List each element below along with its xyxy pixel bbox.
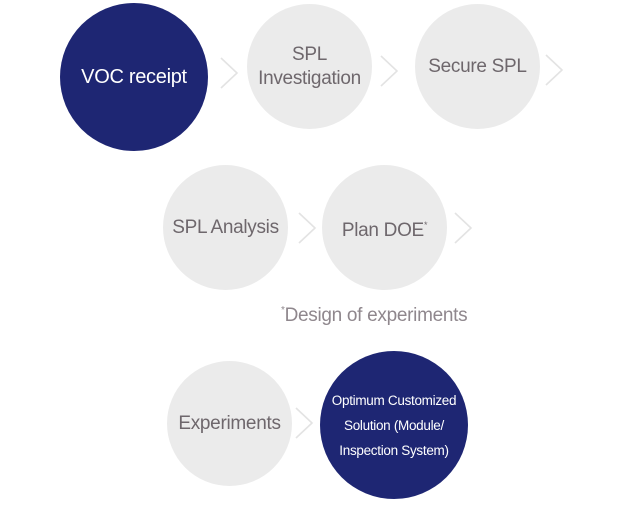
step-label: Optimum Customized Solution (Module/ Ins… bbox=[331, 392, 457, 458]
step-secure-spl: Secure SPL bbox=[415, 4, 540, 129]
footnote-marker: * bbox=[281, 305, 285, 316]
footnote: *Design of experiments bbox=[281, 305, 468, 327]
step-label-text: Plan DOE bbox=[341, 219, 424, 241]
step-optimum-solution: Optimum Customized Solution (Module/ Ins… bbox=[320, 351, 468, 499]
step-label: Secure SPL bbox=[428, 55, 527, 77]
chevron-right-icon bbox=[452, 211, 474, 245]
chevron-right-icon bbox=[543, 53, 565, 87]
footnote-text: Design of experiments bbox=[284, 305, 468, 326]
footnote-marker: * bbox=[423, 219, 428, 230]
step-label: Experiments bbox=[178, 412, 281, 434]
chevron-right-icon bbox=[296, 211, 318, 245]
step-spl-analysis: SPL Analysis bbox=[163, 165, 288, 290]
step-label: SPL Analysis bbox=[172, 216, 279, 238]
step-experiments: Experiments bbox=[167, 361, 292, 486]
step-label: SPL Investigation bbox=[258, 43, 361, 89]
chevron-right-icon bbox=[218, 56, 240, 90]
step-spl-investigation: SPL Investigation bbox=[247, 4, 372, 129]
step-plan-doe: Plan DOE* bbox=[322, 165, 447, 290]
step-voc-receipt: VOC receipt bbox=[60, 3, 208, 151]
step-label: VOC receipt bbox=[81, 65, 187, 88]
step-label: Plan DOE* bbox=[341, 213, 428, 243]
chevron-right-icon bbox=[378, 54, 400, 88]
chevron-right-icon bbox=[293, 406, 315, 440]
